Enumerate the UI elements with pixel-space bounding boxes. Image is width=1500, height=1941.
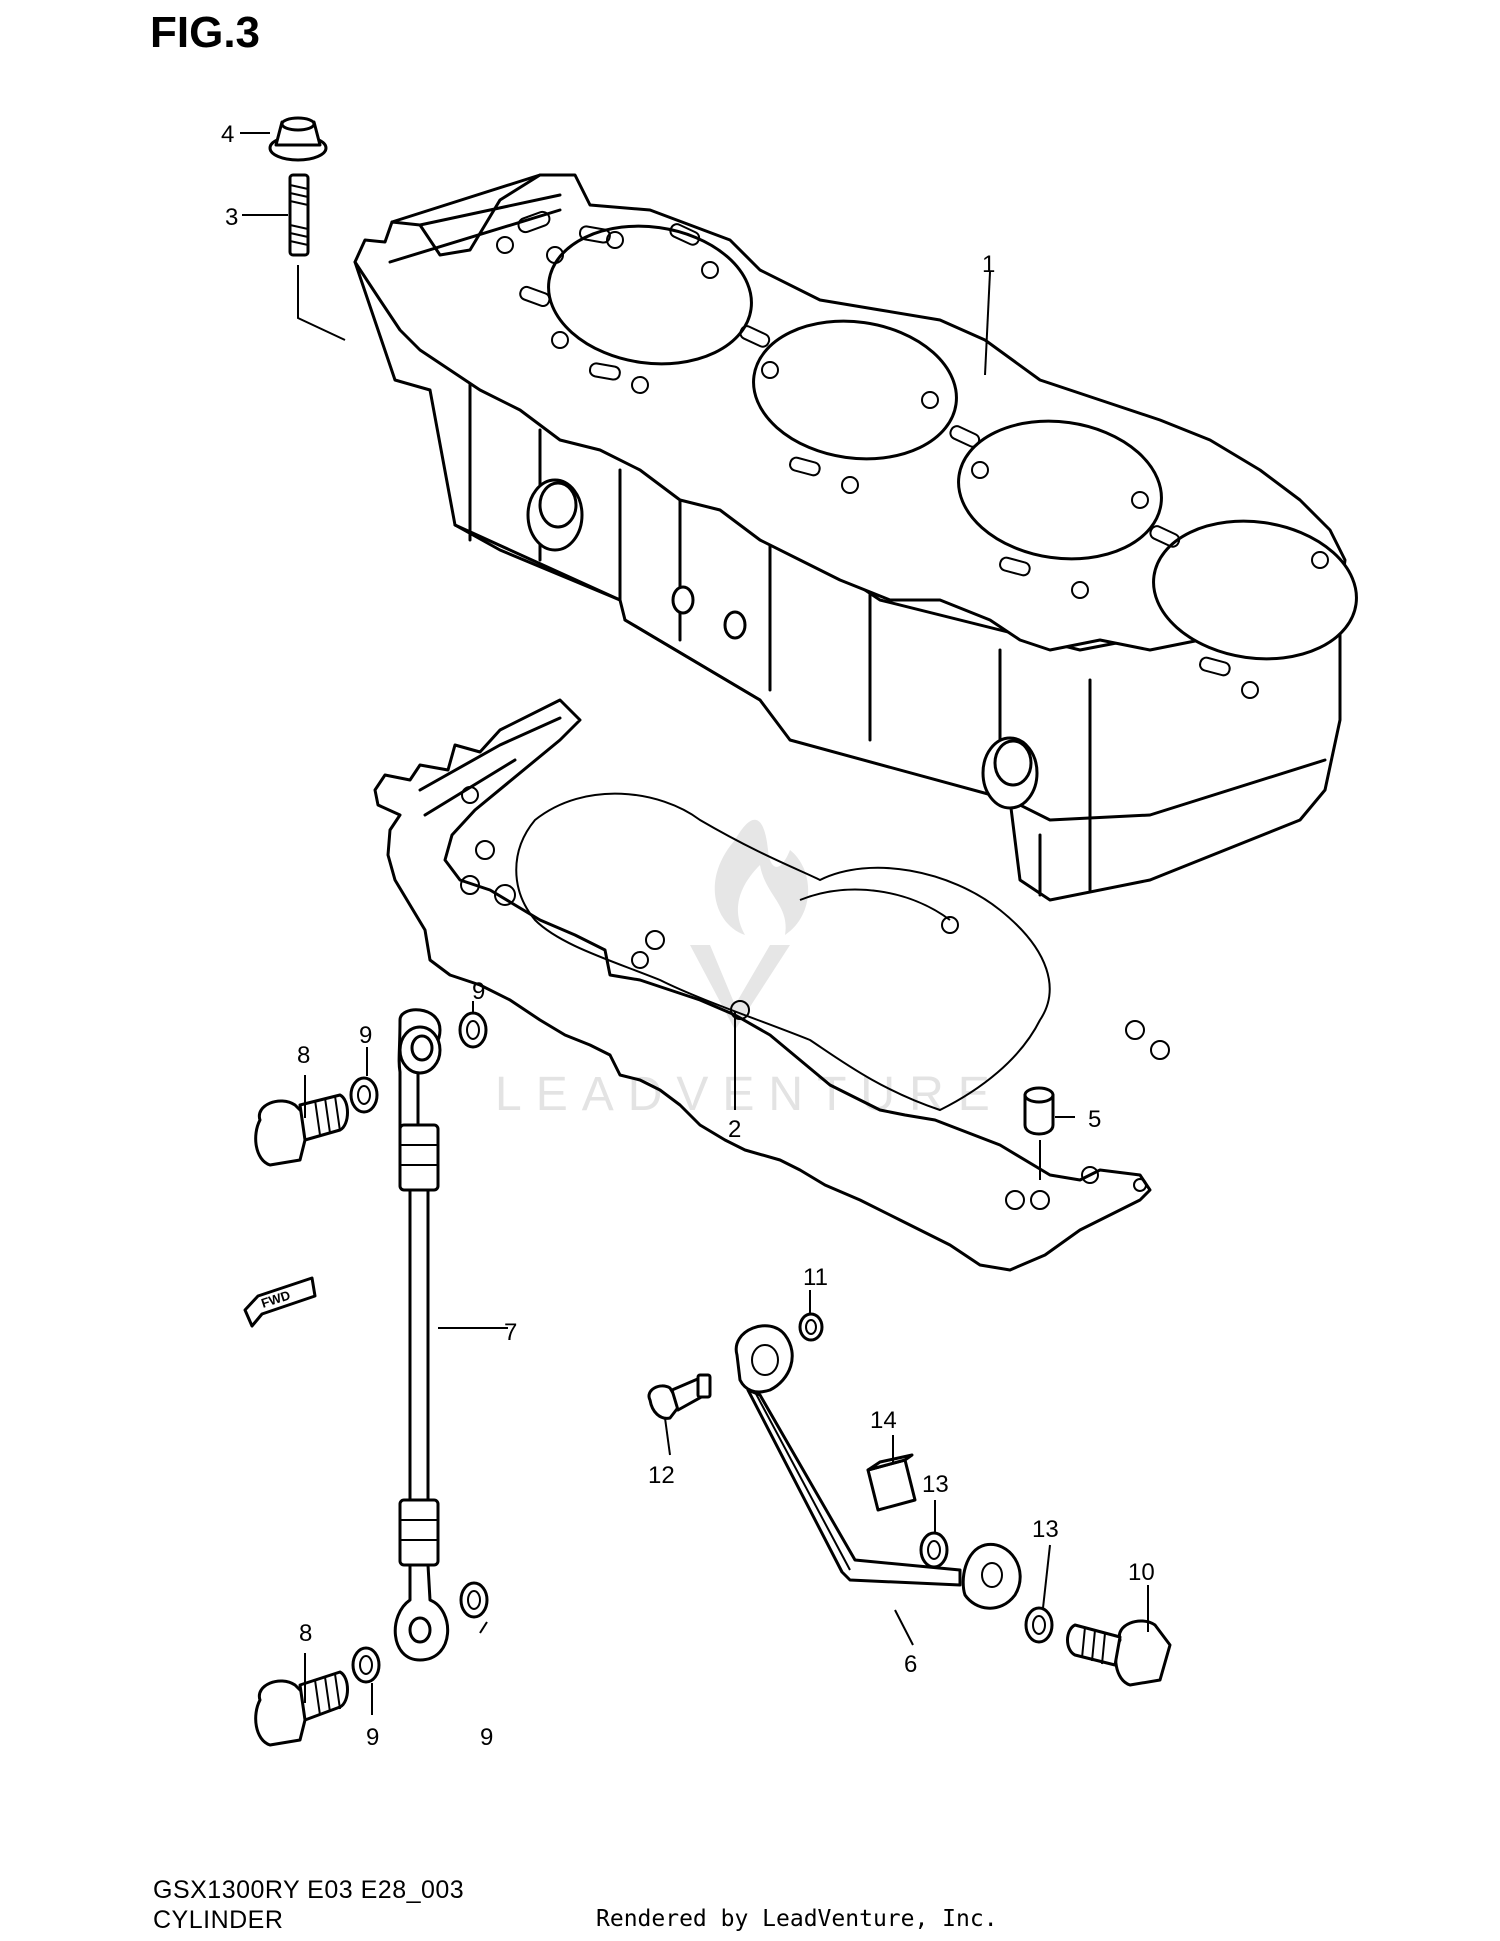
render-credit: Rendered by LeadVenture, Inc. [596, 1906, 998, 1932]
callout-2: 2 [728, 1116, 741, 1143]
o-ring [798, 1312, 824, 1342]
gaskets-washers [349, 1011, 489, 1684]
cylinder-block [353, 173, 1358, 902]
figure-title: FIG.3 [150, 8, 261, 57]
leader-lines [240, 132, 1149, 1715]
oil-hose [393, 1008, 450, 1662]
callout-14: 14 [870, 1407, 897, 1434]
callout-10: 10 [1128, 1559, 1155, 1586]
callout-3: 3 [225, 204, 238, 231]
callout-13a: 13 [922, 1471, 949, 1498]
base-gasket [373, 698, 1170, 1272]
callout-8b: 8 [299, 1620, 312, 1647]
callout-1: 1 [982, 251, 995, 278]
washers-13 [919, 1531, 1054, 1644]
callout-9b: 9 [359, 1022, 372, 1049]
section-name: CYLINDER [153, 1906, 284, 1934]
callout-5: 5 [1088, 1106, 1101, 1133]
callout-7: 7 [504, 1319, 517, 1346]
callout-6: 6 [904, 1651, 917, 1678]
union-bolt-right [1066, 1619, 1172, 1687]
callout-9c: 9 [480, 1724, 493, 1751]
watermark: LEADVENTURE [495, 819, 1004, 1121]
cushion [866, 1453, 917, 1512]
stud-bolt [288, 173, 310, 257]
callout-4: 4 [221, 121, 234, 148]
callout-9d: 9 [366, 1724, 379, 1751]
watermark-text: LEADVENTURE [495, 1068, 1004, 1121]
oil-pipe [734, 1324, 1022, 1610]
flange-nut [268, 116, 328, 162]
callout-8a: 8 [297, 1042, 310, 1069]
callout-12: 12 [648, 1462, 675, 1489]
bolt [647, 1373, 712, 1420]
dowel-pin [1023, 1086, 1055, 1136]
callout-numbers: 4 3 1 2 5 9 9 8 7 11 12 14 13 13 10 8 9 … [221, 121, 1155, 1751]
fwd-arrow-icon: FWD [243, 1276, 317, 1328]
callout-13b: 13 [1032, 1516, 1059, 1543]
callout-9a: 9 [472, 978, 485, 1005]
union-bolt-upper [254, 1093, 349, 1167]
model-code: GSX1300RY E03 E28_003 [153, 1876, 465, 1904]
union-bolt-lower [254, 1670, 349, 1747]
callout-11: 11 [803, 1264, 828, 1291]
